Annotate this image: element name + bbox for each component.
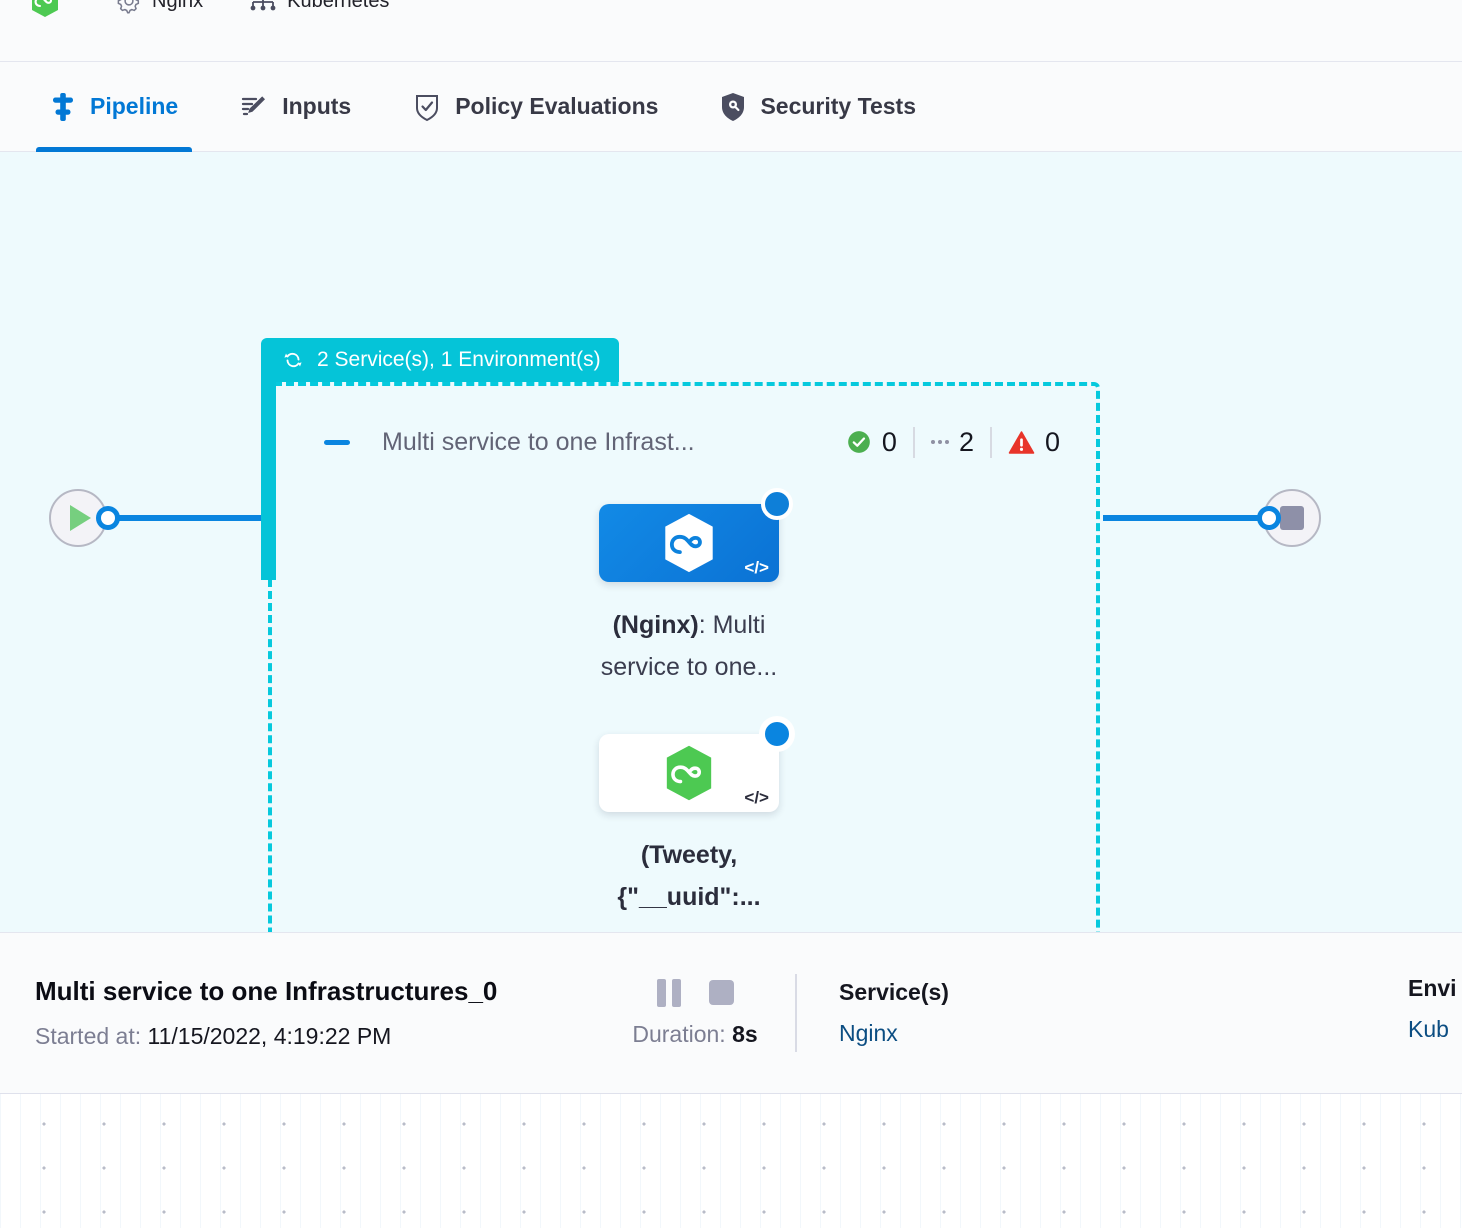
code-icon: </> bbox=[744, 558, 769, 577]
count-error: 0 bbox=[992, 427, 1076, 458]
kubernetes-icon bbox=[250, 0, 276, 11]
step-card[interactable]: </> bbox=[599, 718, 793, 812]
play-icon bbox=[70, 505, 91, 531]
error-warning-icon bbox=[1008, 430, 1035, 454]
execution-tab-bar: Pipeline Inputs Policy Evaluations bbox=[0, 62, 1462, 152]
shield-check-icon bbox=[416, 94, 439, 121]
execution-started: Started at: 11/15/2022, 4:19:22 PM bbox=[35, 1023, 595, 1050]
tab-pipeline[interactable]: Pipeline bbox=[36, 62, 193, 152]
group-badge[interactable]: 2 Service(s), 1 Environment(s) bbox=[261, 338, 619, 382]
tab-label: Pipeline bbox=[90, 93, 179, 119]
loop-repeat-icon bbox=[284, 352, 302, 368]
breadcrumb: Nginx Kubernetes bbox=[0, 0, 1462, 62]
environments-header: Envi bbox=[1408, 975, 1457, 1001]
breadcrumb-item-label: Kubernetes bbox=[287, 0, 390, 12]
step-nginx[interactable]: </> (Nginx): Multi service to one... bbox=[599, 488, 793, 688]
code-icon: </> bbox=[744, 788, 769, 807]
environments-value[interactable]: Kub bbox=[1408, 1016, 1449, 1042]
group-badge-label: 2 Service(s), 1 Environment(s) bbox=[317, 348, 601, 371]
count-value: 2 bbox=[958, 426, 974, 457]
execution-info-bar: Multi service to one Infrastructures_0 S… bbox=[0, 932, 1462, 1094]
count-running: 2 bbox=[915, 426, 992, 458]
shield-lock-icon bbox=[722, 92, 745, 121]
step-label-rest: : Multi service to one... bbox=[600, 611, 778, 681]
tab-security-tests[interactable]: Security Tests bbox=[706, 62, 930, 152]
step-label: (Tweety, {"__uuid":... bbox=[617, 841, 761, 911]
execution-title: Multi service to one Infrastructures_0 bbox=[35, 976, 498, 1006]
group-header: Multi service to one Infrast... 0 2 bbox=[268, 414, 1100, 470]
collapse-toggle-icon[interactable] bbox=[324, 439, 350, 445]
harness-hexagon-green-icon bbox=[666, 745, 712, 801]
stop-button[interactable] bbox=[708, 980, 734, 1005]
step-label: (Nginx): Multi service to one... bbox=[599, 604, 779, 688]
started-value: 11/15/2022, 4:19:22 PM bbox=[147, 1023, 392, 1049]
services-value[interactable]: Nginx bbox=[839, 1020, 898, 1046]
connector-line-end bbox=[1103, 515, 1263, 521]
start-connector-dot[interactable] bbox=[96, 506, 120, 530]
execution-summary: Multi service to one Infrastructures_0 S… bbox=[35, 976, 595, 1050]
connector-line-start bbox=[112, 515, 267, 521]
breadcrumb-item-project[interactable] bbox=[30, 0, 70, 17]
status-counts: 0 2 0 bbox=[830, 426, 1076, 458]
tab-inputs[interactable]: Inputs bbox=[226, 62, 365, 152]
harness-hexagon-white-icon bbox=[665, 513, 713, 573]
gear-icon bbox=[117, 0, 140, 14]
tab-label: Policy Evaluations bbox=[455, 93, 659, 119]
started-label: Started at: bbox=[35, 1023, 142, 1049]
group-stem bbox=[261, 374, 276, 580]
pencil-edit-icon bbox=[242, 95, 266, 115]
services-column: Service(s) Nginx bbox=[839, 979, 1049, 1047]
divider bbox=[795, 974, 797, 1052]
pipeline-canvas: 2 Service(s), 1 Environment(s) Multi ser… bbox=[0, 152, 1462, 932]
canvas-grid-background bbox=[0, 1094, 1462, 1228]
success-check-icon bbox=[848, 431, 870, 453]
stop-icon bbox=[1280, 506, 1304, 530]
step-tweety[interactable]: </> (Tweety, {"__uuid":... bbox=[599, 718, 793, 918]
breadcrumb-item-service[interactable]: Nginx bbox=[116, 0, 203, 16]
running-spinner-icon bbox=[761, 718, 793, 750]
group-boundary bbox=[268, 382, 1100, 932]
execution-controls: Duration: 8s bbox=[595, 978, 795, 1048]
environments-column: Envi Kub bbox=[1408, 975, 1462, 1043]
group-title: Multi service to one Infrast... bbox=[382, 427, 695, 456]
pipeline-icon bbox=[53, 92, 73, 121]
end-node[interactable] bbox=[1263, 489, 1321, 547]
tab-label: Security Tests bbox=[760, 93, 916, 119]
count-success: 0 bbox=[830, 426, 915, 458]
end-connector-dot[interactable] bbox=[1257, 506, 1281, 530]
count-value: 0 bbox=[881, 426, 897, 457]
services-header: Service(s) bbox=[839, 979, 949, 1005]
breadcrumb-item-label: Nginx bbox=[152, 0, 204, 12]
running-spinner-icon bbox=[761, 488, 793, 520]
execution-duration: Duration: 8s bbox=[632, 1021, 757, 1048]
breadcrumb-item-environment[interactable]: Kubernetes bbox=[249, 0, 389, 16]
pause-button[interactable] bbox=[656, 978, 681, 1007]
duration-value: 8s bbox=[732, 1020, 758, 1047]
running-dots-icon bbox=[930, 440, 949, 444]
step-label-bold: (Nginx) bbox=[612, 611, 699, 639]
harness-hexagon-green-icon bbox=[32, 0, 58, 17]
tab-label: Inputs bbox=[282, 93, 352, 119]
tab-policy-evaluations[interactable]: Policy Evaluations bbox=[399, 62, 672, 152]
step-card[interactable]: </> bbox=[599, 488, 793, 582]
count-value: 0 bbox=[1044, 426, 1060, 457]
duration-label: Duration: bbox=[632, 1020, 726, 1047]
